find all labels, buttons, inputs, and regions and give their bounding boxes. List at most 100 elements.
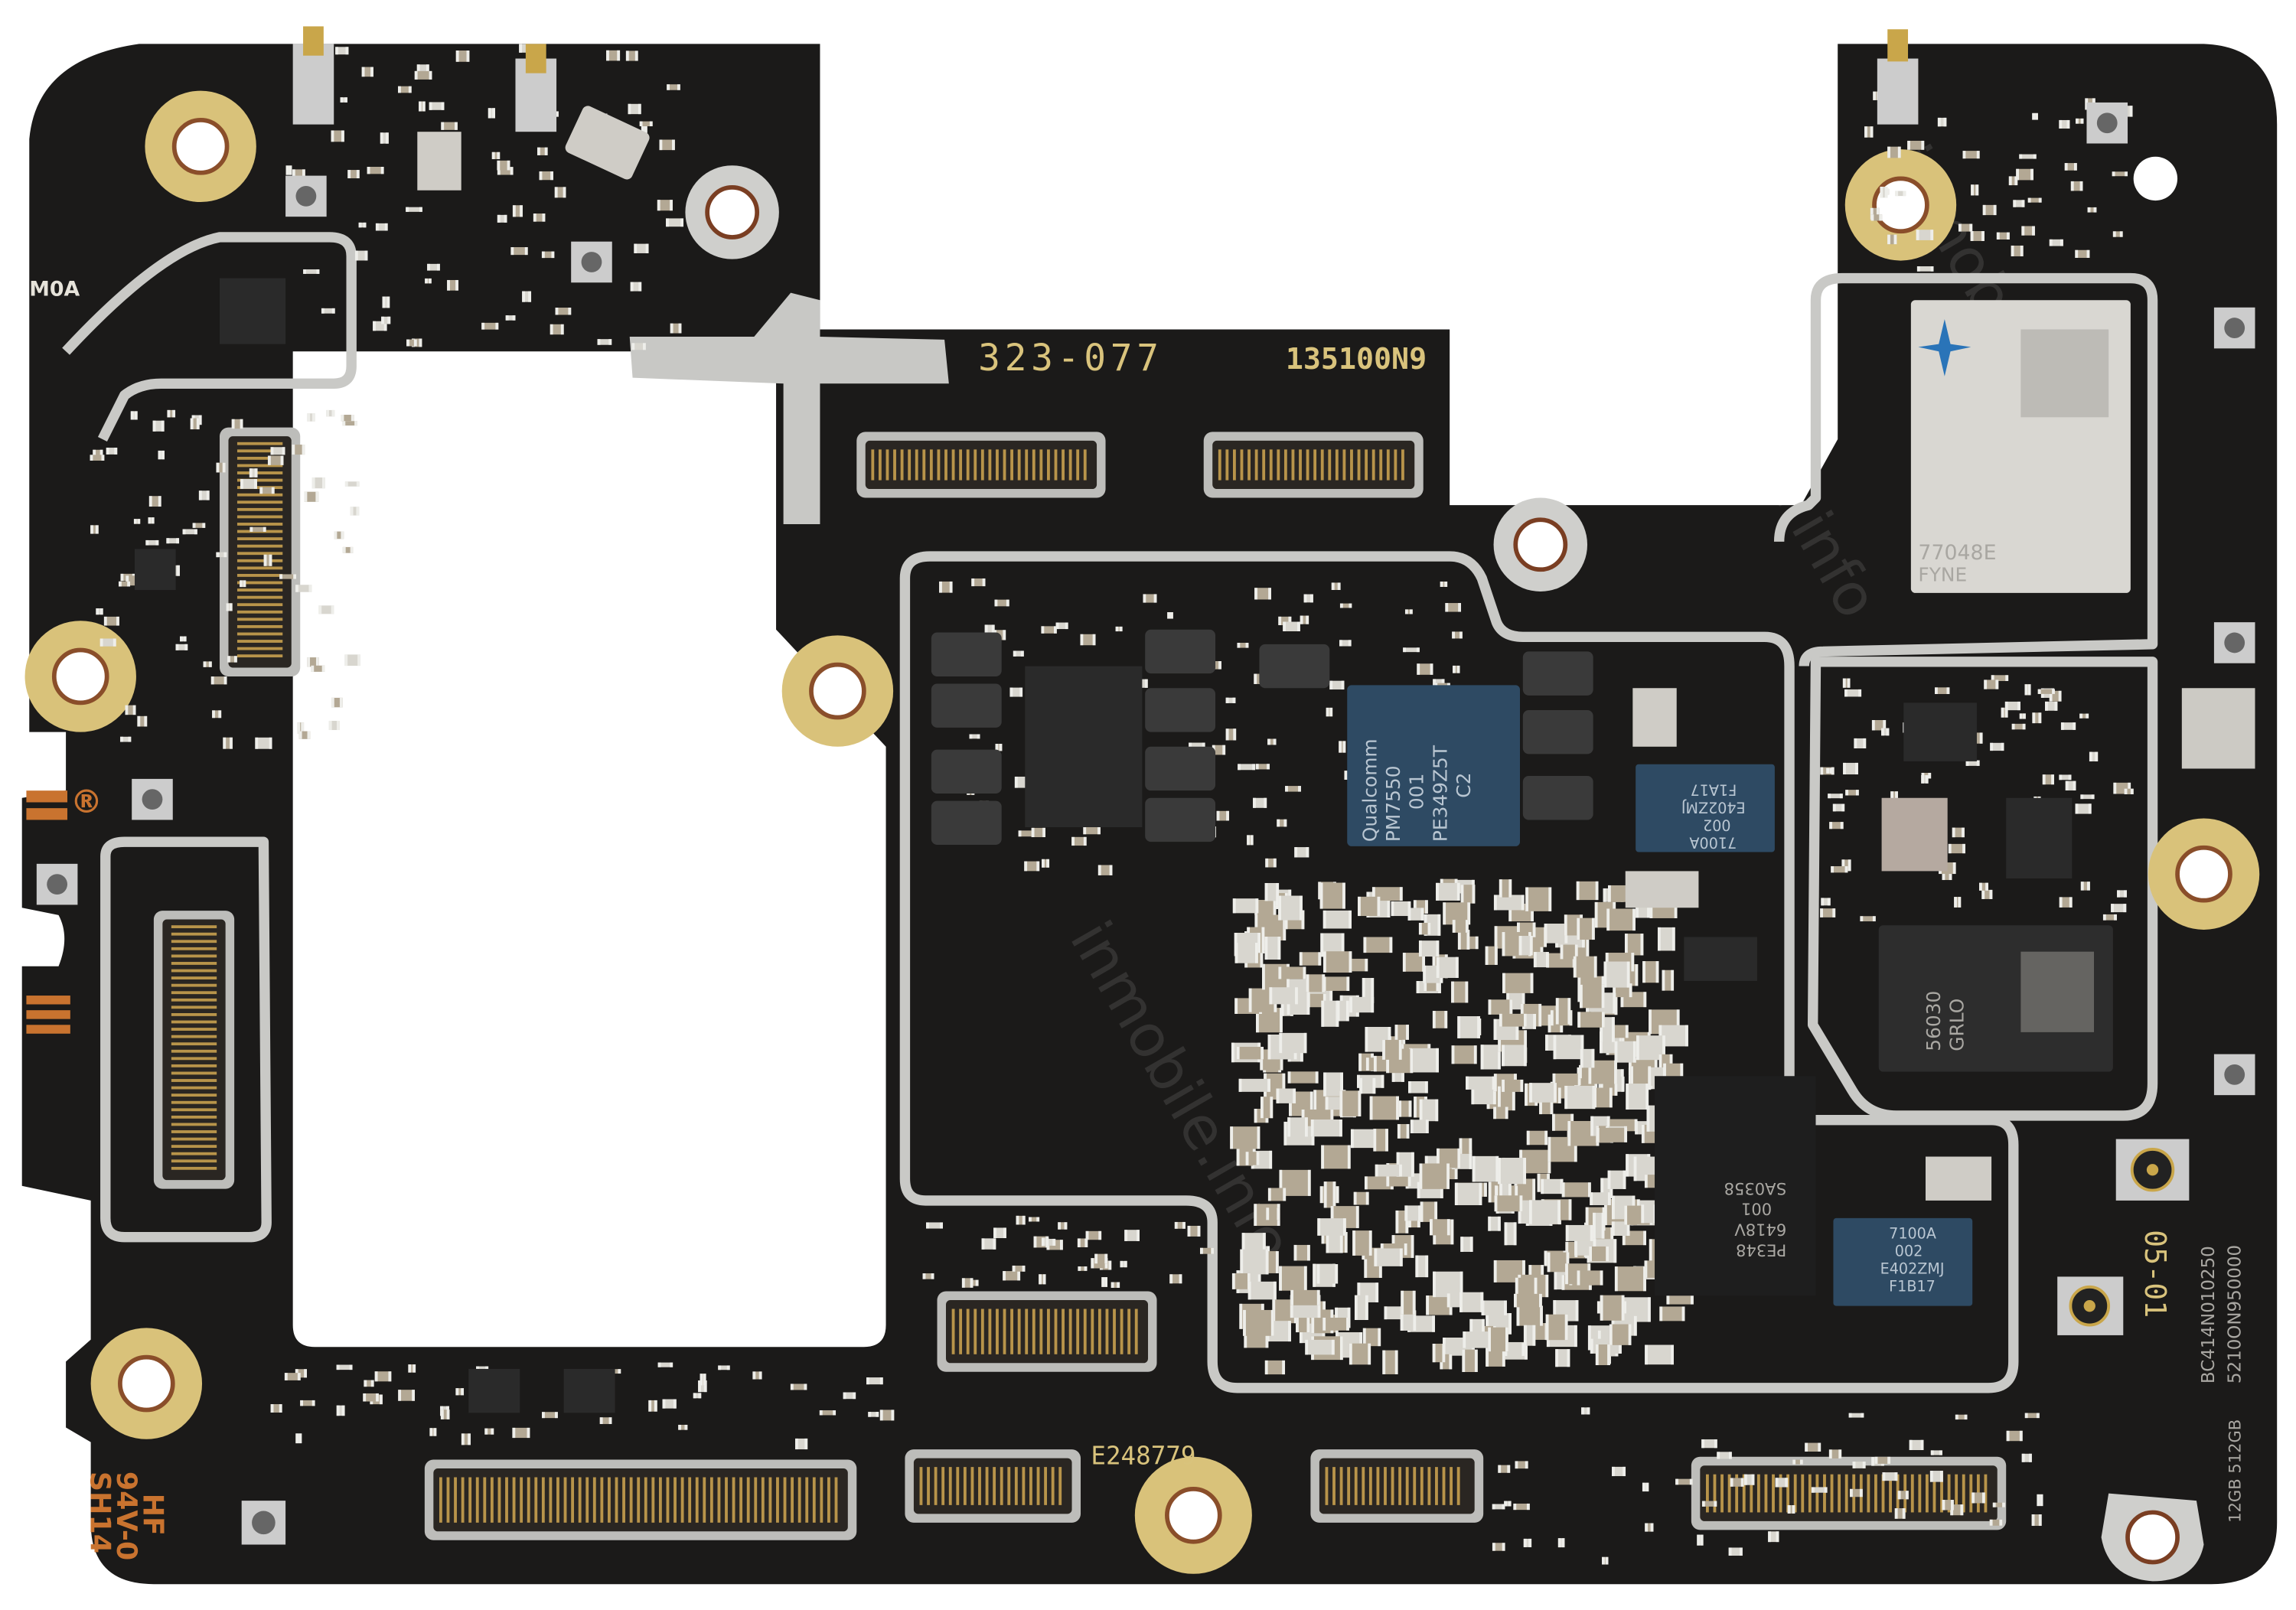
silkscreen-part-number: 135100N9	[1286, 342, 1427, 376]
passive-component	[175, 644, 188, 650]
passive-component	[203, 661, 212, 667]
passive-component	[1881, 728, 1890, 736]
passive-component	[1430, 1219, 1450, 1236]
passive-component	[93, 449, 103, 456]
passive-component	[1031, 827, 1046, 838]
passive-component	[304, 491, 319, 502]
passive-component	[1577, 917, 1595, 940]
passive-component	[1845, 790, 1859, 796]
passive-component	[1493, 895, 1525, 911]
passive-component	[1488, 999, 1513, 1015]
passive-component	[137, 715, 148, 727]
rf-shield-frame	[1807, 657, 2158, 1121]
passive-component	[455, 1388, 465, 1396]
passive-component	[1452, 920, 1469, 933]
chip-marking: 56030	[1923, 991, 1945, 1051]
passive-component	[249, 526, 266, 532]
passive-component	[1787, 1505, 1795, 1514]
passive-component	[1189, 742, 1205, 748]
chip-marking: PE349Z5T	[1429, 745, 1451, 842]
passive-component	[1323, 1181, 1336, 1208]
passive-component	[1996, 232, 2010, 240]
passive-component	[1662, 970, 1675, 991]
coax-connector	[285, 175, 327, 217]
passive-component	[1955, 1414, 1968, 1420]
passive-component	[1555, 1349, 1570, 1367]
passive-component	[541, 251, 555, 259]
passive-component	[678, 1424, 688, 1430]
coax-connector	[1877, 29, 1919, 125]
passive-component	[1169, 1274, 1182, 1284]
passive-component	[1557, 1538, 1565, 1548]
passive-component	[382, 296, 390, 308]
passive-component	[1642, 1482, 1649, 1492]
board-to-board-connector	[1310, 1449, 1484, 1523]
passive-component	[1460, 1237, 1473, 1252]
passive-component	[1290, 1289, 1320, 1305]
passive-component	[2021, 1453, 2032, 1462]
passive-component	[1293, 1244, 1310, 1261]
passive-component	[939, 581, 953, 593]
passive-component	[1445, 603, 1462, 612]
passive-component	[1645, 1523, 1654, 1532]
passive-component	[1481, 1300, 1507, 1315]
passive-component	[2019, 154, 2037, 159]
passive-component	[1110, 1282, 1120, 1288]
chip-marking: 001	[1741, 1200, 1772, 1219]
passive-component	[152, 420, 165, 432]
passive-component	[1453, 665, 1460, 673]
lower-left-shield-frame	[100, 836, 272, 1243]
passive-component	[1701, 1501, 1717, 1507]
passive-component	[99, 638, 116, 647]
passive-component	[1400, 1310, 1417, 1331]
antenna-connectors	[36, 26, 2255, 1545]
passive-component	[1454, 1182, 1482, 1205]
passive-component	[1887, 146, 1901, 158]
passive-component	[1626, 1084, 1649, 1110]
mounting-hole	[90, 1328, 203, 1439]
passive-component	[96, 608, 103, 615]
passive-component	[1225, 728, 1237, 741]
passive-component	[1358, 896, 1381, 917]
passive-component	[625, 51, 638, 61]
passive-component	[2027, 197, 2042, 203]
passive-component	[700, 1374, 706, 1386]
qr-code-label	[2181, 688, 2255, 769]
passive-component	[1077, 1238, 1088, 1247]
passive-component	[1240, 1249, 1269, 1275]
coax-connector	[2213, 307, 2255, 349]
passive-component	[1349, 996, 1375, 1013]
passive-component	[866, 1377, 883, 1385]
passive-component	[1174, 1221, 1186, 1229]
passive-component	[599, 1417, 612, 1424]
passive-component	[331, 697, 343, 708]
passive-component	[270, 447, 285, 455]
passive-component	[657, 1362, 673, 1367]
passive-component	[341, 415, 354, 422]
passive-component	[1768, 1531, 1779, 1543]
passive-component	[375, 223, 388, 231]
passive-component	[344, 481, 360, 487]
passive-component	[1579, 984, 1605, 1009]
chip-marking: 002	[1895, 1243, 1923, 1260]
passive-component	[374, 1371, 392, 1382]
passive-component	[1267, 1188, 1287, 1201]
passive-component	[311, 477, 325, 489]
passive-component	[1041, 626, 1057, 634]
passive-component	[1553, 1035, 1584, 1060]
passive-component	[1279, 1266, 1307, 1291]
passive-component	[1354, 1295, 1368, 1321]
passive-component	[212, 710, 222, 719]
passive-component	[1225, 697, 1236, 703]
passive-component	[1466, 1076, 1495, 1090]
passive-component	[1115, 626, 1123, 632]
passive-component	[336, 1405, 345, 1416]
passive-component	[1457, 1016, 1480, 1038]
passive-component	[659, 139, 675, 151]
passive-component	[381, 316, 391, 324]
chip-marking: 002	[1703, 816, 1731, 833]
passive-component	[1577, 1012, 1605, 1028]
mounting-hole-silver	[685, 165, 779, 259]
passive-component	[1828, 1449, 1842, 1458]
passive-component	[2011, 723, 2026, 730]
